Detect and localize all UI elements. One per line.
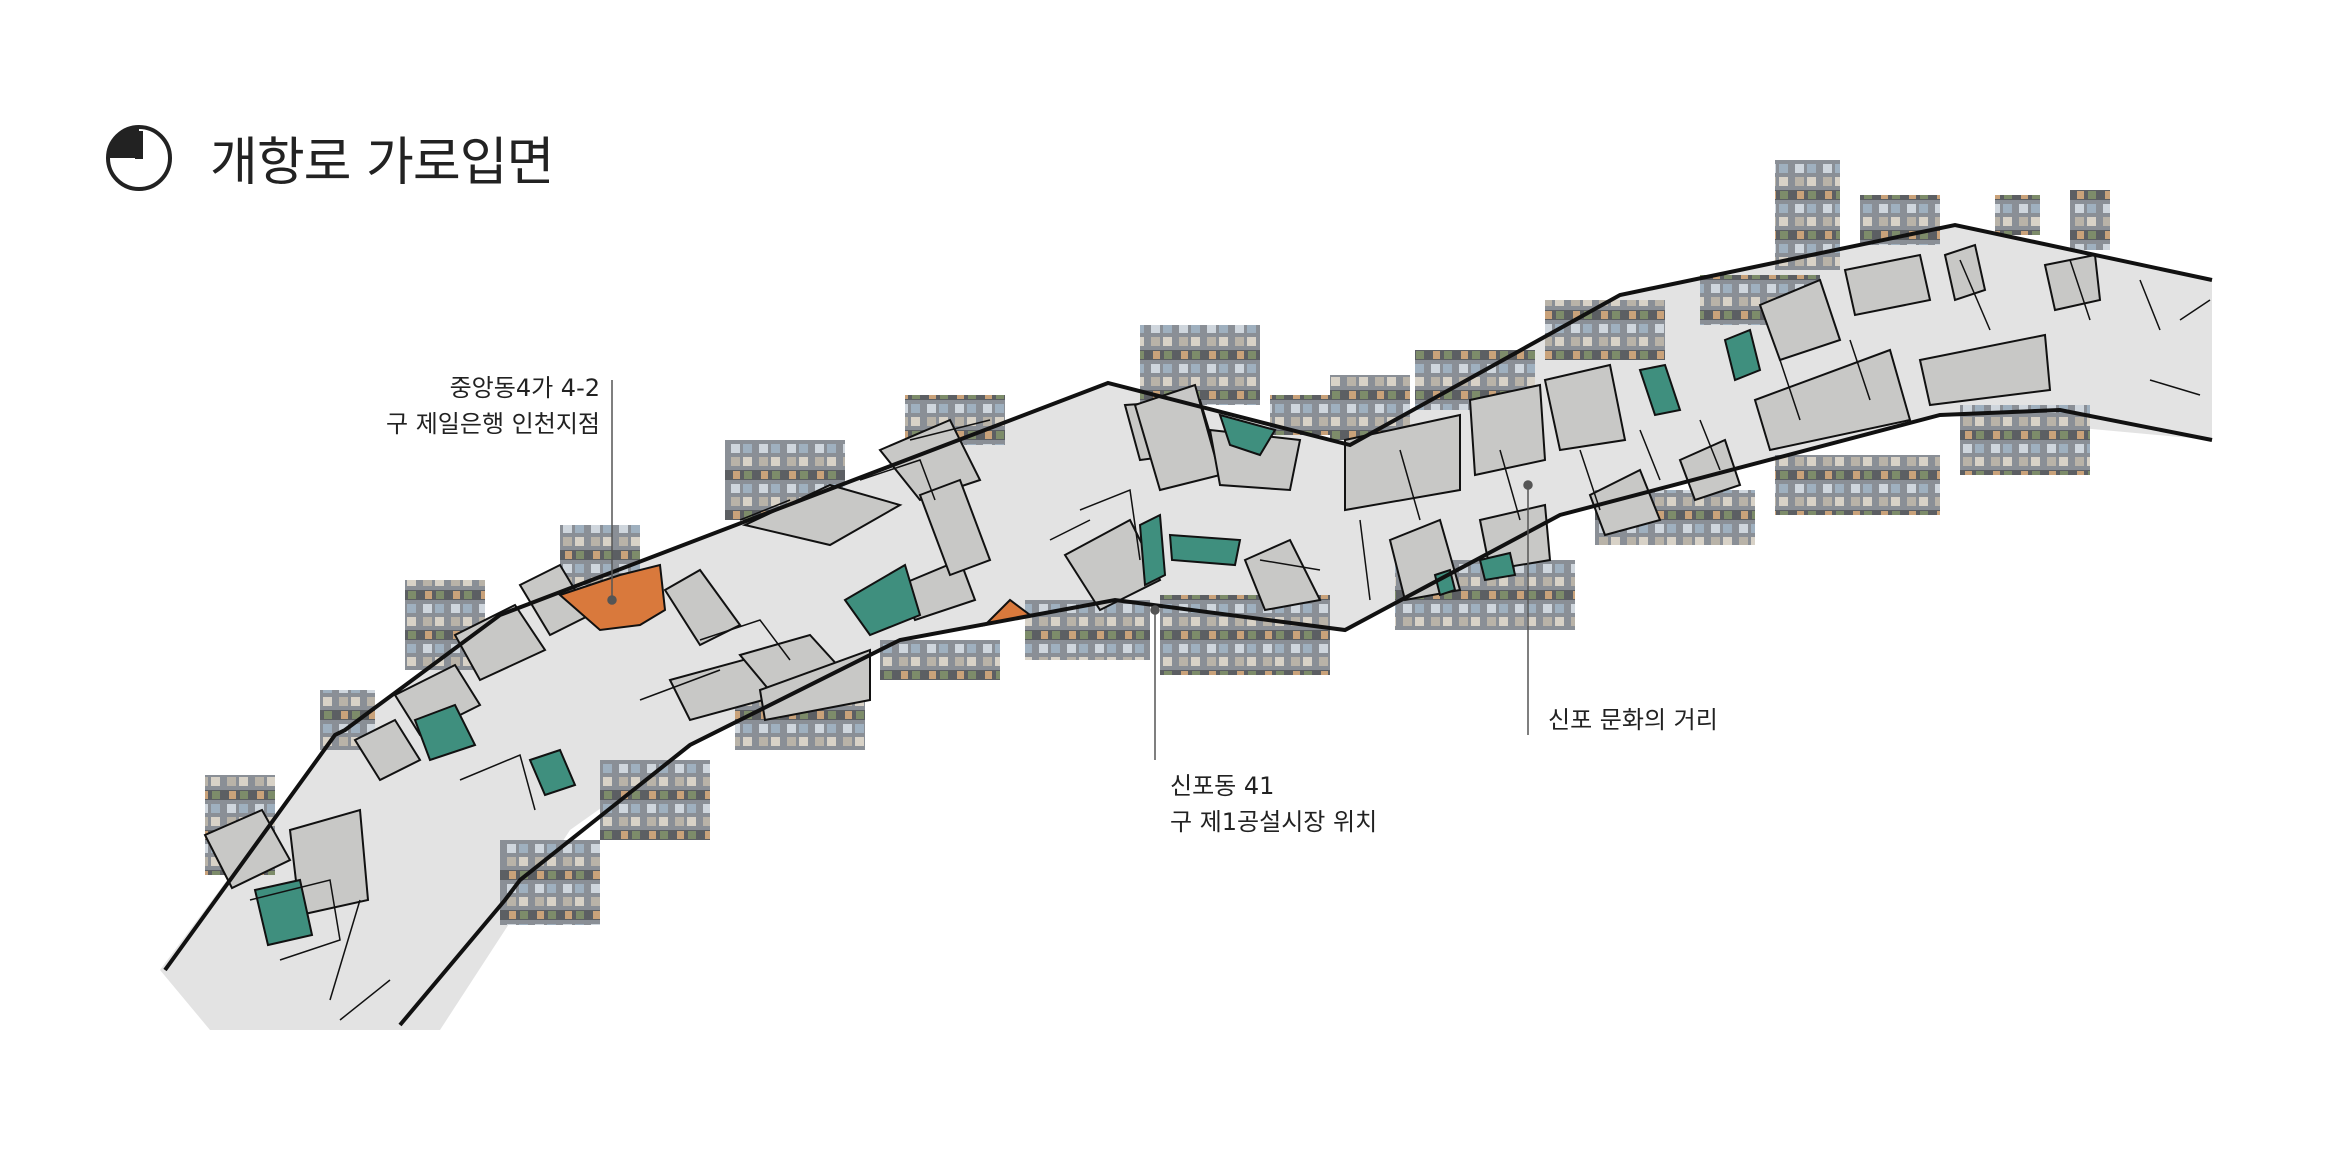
block: [1918, 333, 2052, 407]
page-title: 개항로 가로입면: [210, 133, 554, 193]
block: [1468, 383, 1547, 477]
teal-building: [528, 748, 577, 797]
facade-strip: [880, 640, 1000, 680]
block: [1758, 278, 1842, 362]
facade-strip: [500, 840, 600, 925]
block: [1543, 363, 1627, 452]
block: [1588, 468, 1662, 537]
lot-lines: [249, 259, 2211, 1021]
annotation-market-line2: 구 제1공설시장 위치: [1170, 808, 1378, 836]
teal-building: [1168, 533, 1242, 567]
leader-lines: [607, 380, 1533, 760]
header: 개항로 가로입면: [104, 120, 554, 195]
annotation-bank-line2: 구 제일은행 인천지점: [386, 410, 600, 438]
annotation-market-line1: 신포동 41: [1170, 772, 1275, 800]
teal-building: [1138, 513, 1167, 587]
facade-strip: [1775, 160, 1840, 270]
block: [1063, 518, 1162, 612]
facade-strip: [1775, 455, 1940, 515]
teal-building: [1218, 413, 1277, 457]
north-boundary: [163, 222, 2213, 972]
block: [1753, 348, 1912, 452]
block: [918, 478, 992, 577]
teal-building: [253, 878, 314, 947]
teal-building: [413, 703, 477, 762]
building-blocks: [203, 243, 2102, 917]
facade-strip: [2070, 190, 2110, 250]
leader-market-dot: [1150, 605, 1160, 615]
block: [453, 603, 547, 682]
annotation-culture: 신포 문화의 거리: [1548, 702, 1718, 738]
block: [1344, 413, 1461, 512]
street-area: [160, 225, 2212, 1030]
teal-building: [843, 563, 922, 637]
teal-building: [1723, 328, 1762, 382]
facade-strip: [1960, 405, 2090, 475]
teal-building: [1478, 551, 1517, 582]
block: [1843, 253, 1932, 317]
annotation-culture-line1: 신포 문화의 거리: [1548, 706, 1718, 734]
facade-strip: [1140, 325, 1260, 405]
south-boundary: [398, 407, 2213, 1027]
street-boundary: [163, 222, 2213, 1027]
teal-building: [1638, 363, 1682, 417]
north-facades: [205, 160, 2110, 875]
facade-strip: [1545, 300, 1665, 360]
block: [663, 568, 742, 647]
half-dial-icon: [106, 124, 172, 191]
highlight-teal: [253, 328, 1762, 947]
block: [1243, 538, 1322, 612]
block: [393, 663, 482, 737]
block: [2043, 253, 2102, 312]
teal-building: [1433, 568, 1457, 597]
leader-bank-dot: [607, 595, 617, 605]
block: [353, 718, 422, 782]
annotation-bank-line1: 중앙동4가 4-2: [449, 374, 600, 402]
annotation-market: 신포동 41 구 제1공설시장 위치: [1170, 768, 1377, 840]
annotation-bank: 중앙동4가 4-2 구 제일은행 인천지점: [360, 370, 600, 442]
facade-strip: [1995, 195, 2040, 235]
facade-strip: [1160, 595, 1330, 675]
facade-strip: [1025, 600, 1150, 660]
leader-culture-dot: [1523, 480, 1533, 490]
